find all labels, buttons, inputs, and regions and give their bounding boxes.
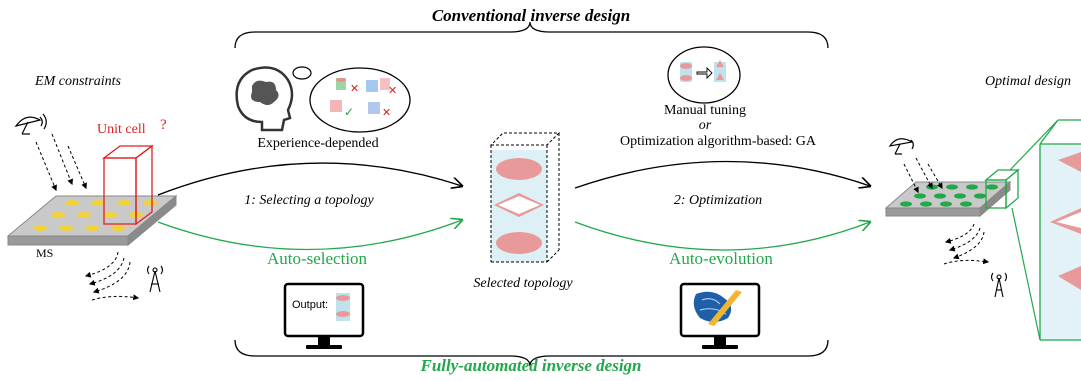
svg-text:✕: ✕ [388, 84, 397, 97]
unit-cell-question-mark: ? [160, 117, 167, 133]
title-fully-automated: Fully-automated inverse design [420, 356, 642, 375]
green-unit-cells [900, 184, 998, 207]
green-unit-cell-box [984, 168, 1020, 210]
zoom-lines [1009, 119, 1059, 341]
thought-bubble [309, 67, 411, 133]
incident-wave-arrows-left [35, 133, 87, 192]
incident-wave-arrows-right [903, 157, 943, 194]
scattered-wave-arrows-left [84, 251, 140, 301]
top-brace [234, 21, 829, 49]
optimal-design-label: Optimal design [985, 74, 1071, 89]
transmitter-antenna-left [14, 113, 47, 135]
brain-head-icon [235, 66, 294, 132]
transmitter-antenna-right [888, 138, 914, 155]
selected-topology-label: Selected topology [473, 276, 573, 291]
svg-text:✓: ✓ [344, 105, 354, 119]
auto-arrow-2 [574, 222, 870, 251]
manual-tuning-label: Manual tuning [663, 103, 747, 118]
em-constraints-label: EM constraints [35, 74, 121, 89]
step1-label: 1: Selecting a topology [244, 193, 374, 208]
tuning-bubble-icons [680, 60, 726, 82]
optimization-algorithm-label: Optimization algorithm-based: GA [620, 134, 816, 149]
tuning-bubble [667, 46, 741, 104]
or-label: or [698, 118, 712, 133]
auto-evolution-label: Auto-evolution [669, 249, 773, 268]
topology-candidates-icons: ✕ ✕ ✓ ✕ [330, 78, 397, 119]
svg-text:✕: ✕ [382, 106, 391, 119]
auto-selection-label: Auto-selection [266, 249, 368, 268]
svg-text:✕: ✕ [350, 82, 359, 95]
zoomed-unit-cell [1039, 119, 1081, 341]
monitor-left-icon [283, 282, 365, 349]
receiver-tower-right [990, 272, 1008, 298]
experience-label: Experience-depended [257, 136, 379, 151]
conventional-arrow-2 [574, 160, 870, 188]
output-label: Output: [292, 299, 329, 311]
bottom-brace [234, 339, 829, 367]
selected-topology-cell [489, 132, 561, 263]
unit-cell-label: Unit cell [97, 122, 146, 137]
ms-label: MS [36, 246, 54, 260]
scattered-wave-arrows-right [943, 223, 990, 265]
yellow-unit-cells [33, 200, 157, 231]
title-conventional: Conventional inverse design [431, 6, 631, 25]
auto-arrow-1 [157, 220, 462, 251]
thought-bubble-small [292, 66, 312, 80]
metasurface-plate [6, 194, 178, 247]
conventional-arrow-1 [157, 162, 462, 196]
step2-label: 2: Optimization [673, 193, 763, 208]
unit-cell-box [102, 144, 154, 226]
monitor-right-icon [679, 282, 761, 349]
receiver-tower-left [146, 265, 164, 293]
